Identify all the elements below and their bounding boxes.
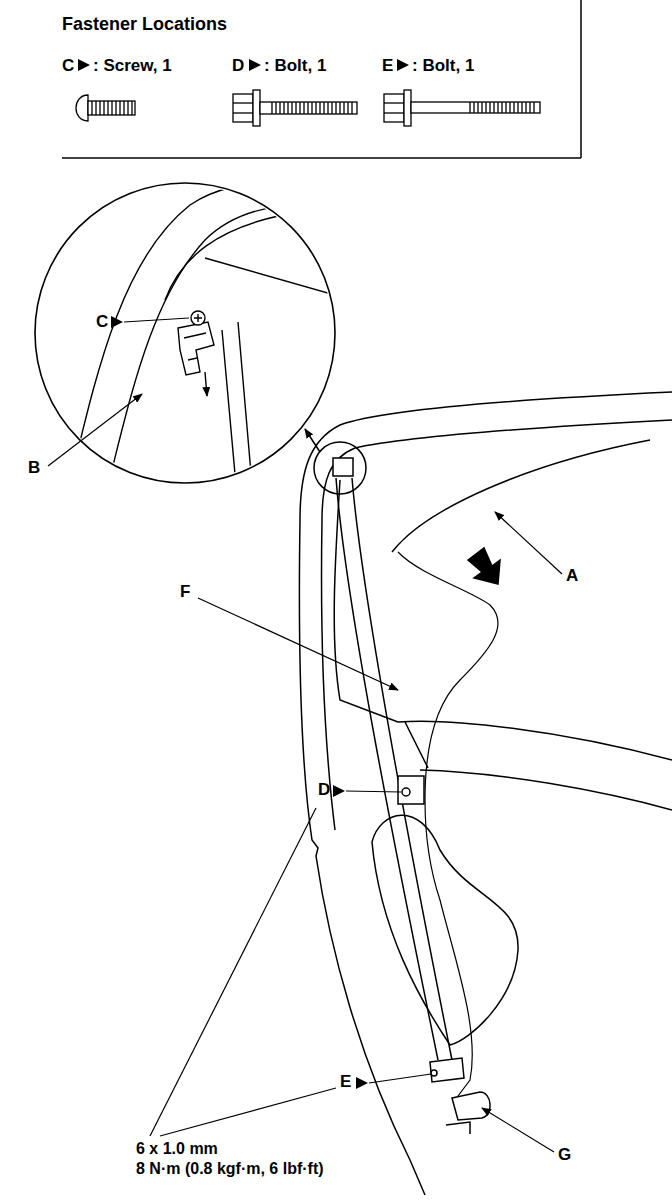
detail-view xyxy=(205,372,207,396)
leader-lines xyxy=(356,1077,368,1089)
body-illustration xyxy=(431,1070,437,1076)
bolt-icon xyxy=(411,102,540,113)
fastener-description: : Screw, 1 xyxy=(93,56,172,76)
bolt-icon xyxy=(260,102,357,114)
body-illustration xyxy=(468,548,500,584)
detail-view xyxy=(111,316,123,328)
screw-icon xyxy=(88,101,135,115)
callout-letter: B xyxy=(28,458,40,478)
detail-view xyxy=(184,333,206,360)
bolt-icon xyxy=(253,90,260,126)
fastener-panel xyxy=(62,0,581,158)
detail-view xyxy=(108,204,335,485)
body-illustration xyxy=(333,458,353,476)
fastener-panel xyxy=(78,59,90,71)
detail-view xyxy=(35,183,335,483)
body-illustration xyxy=(398,552,498,1100)
leader-lines xyxy=(369,1074,431,1083)
body-illustration xyxy=(392,440,650,552)
screw-icon xyxy=(76,95,135,121)
bolt-icon xyxy=(404,90,411,126)
bolt-icon xyxy=(384,90,540,126)
torque-spec: 8 N·m (0.8 kgf·m, 6 lbf·ft) xyxy=(136,1160,324,1178)
callout-letter: C xyxy=(96,312,108,332)
callout-letter: A xyxy=(566,566,578,586)
body-illustration xyxy=(372,815,518,1045)
leader-lines xyxy=(160,1088,336,1136)
body-illustration xyxy=(398,776,424,804)
detail-view xyxy=(194,314,202,322)
body-illustration xyxy=(300,392,672,520)
detail-view xyxy=(70,183,335,485)
leader-lines xyxy=(346,791,401,792)
bolt-icon xyxy=(272,102,352,114)
screw-icon xyxy=(92,101,132,115)
body-illustration xyxy=(299,392,672,1195)
detail-view xyxy=(70,183,290,483)
leader-lines xyxy=(48,394,562,1152)
bolt-icon xyxy=(384,112,404,113)
body-illustration xyxy=(352,478,452,1060)
leader-lines xyxy=(495,512,562,574)
bolt-icon xyxy=(233,112,253,113)
body-illustration xyxy=(322,420,672,520)
fastener-panel xyxy=(580,0,582,158)
leader-lines xyxy=(333,785,345,797)
bolt-icon xyxy=(233,94,253,122)
leader-lines xyxy=(198,598,398,690)
bolt-icon xyxy=(384,94,404,122)
screw-icon xyxy=(76,95,88,121)
body-illustration xyxy=(420,770,672,810)
callout-letter: E xyxy=(382,56,393,76)
callout-letter: G xyxy=(558,1145,571,1165)
body-illustration xyxy=(446,1122,470,1134)
body-illustration xyxy=(398,721,672,760)
fastener-panel xyxy=(249,59,261,71)
callout-letter: C xyxy=(62,56,74,76)
detail-view xyxy=(191,311,205,325)
leader-lines xyxy=(150,808,316,1136)
detail-view xyxy=(238,322,252,485)
detail-view xyxy=(35,183,335,485)
leader-lines xyxy=(482,1108,554,1152)
callout-letter: E xyxy=(340,1072,351,1092)
body-illustration xyxy=(405,722,428,768)
detail-view xyxy=(165,212,300,300)
bolt-icon xyxy=(233,102,253,103)
dimension-text: 6 x 1.0 mm xyxy=(136,1140,218,1158)
leader-lines xyxy=(48,394,142,466)
body-illustration xyxy=(305,429,320,452)
detail-view xyxy=(178,322,214,375)
detail-view xyxy=(222,330,236,485)
fastener-description: : Bolt, 1 xyxy=(264,56,326,76)
panel-heading: Fastener Locations xyxy=(62,14,227,35)
body-illustration xyxy=(430,1058,464,1082)
callout-letter: D xyxy=(318,780,330,800)
body-illustration xyxy=(299,520,425,1195)
body-illustration xyxy=(402,788,410,796)
fastener-panel xyxy=(397,59,409,71)
fastener-panel xyxy=(62,157,581,159)
callout-letter: F xyxy=(180,582,190,602)
detail-view xyxy=(205,258,335,295)
bolt-icon xyxy=(470,102,534,113)
fastener-description: : Bolt, 1 xyxy=(412,56,474,76)
bolt-icon xyxy=(233,90,357,126)
bolt-icon xyxy=(384,102,404,103)
body-illustration xyxy=(336,478,438,1060)
detail-view xyxy=(124,318,189,322)
body-illustration xyxy=(452,1092,490,1120)
callout-letter: D xyxy=(232,56,244,76)
